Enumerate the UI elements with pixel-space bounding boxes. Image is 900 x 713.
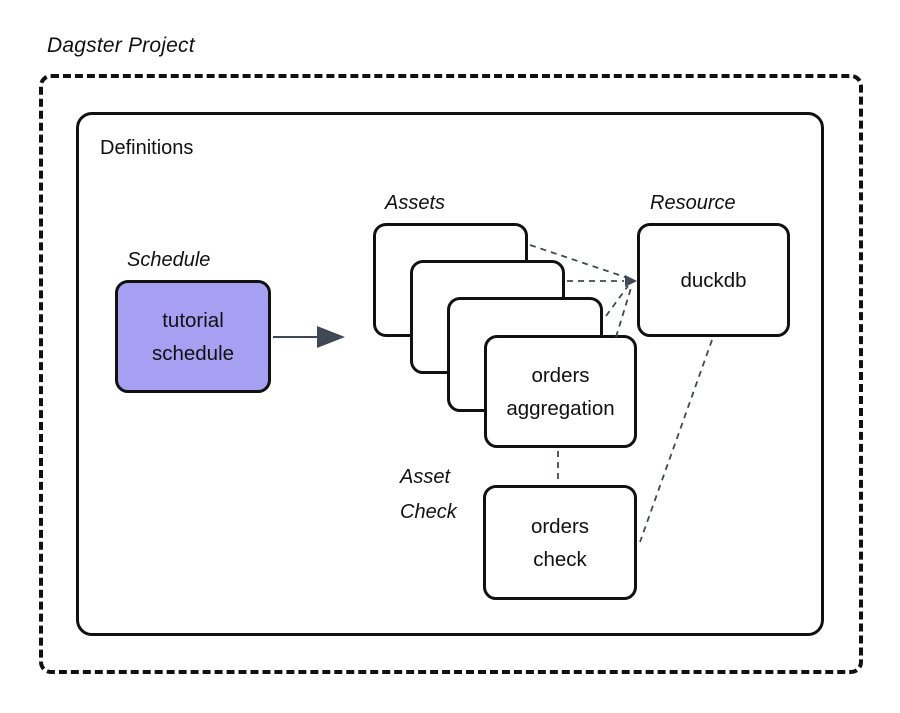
project-title: Dagster Project (47, 34, 195, 57)
resource-label: Resource (650, 192, 736, 214)
assets-label: Assets (385, 192, 446, 214)
asset-check-label: Asset Check (400, 466, 457, 523)
orders-check-node: orders check (483, 485, 637, 600)
schedule-node: tutorial schedule (115, 280, 271, 393)
definitions-label: Definitions (100, 137, 194, 159)
asset-card-front: orders aggregation (484, 335, 637, 448)
duckdb-node: duckdb (637, 223, 790, 337)
project-boundary (39, 74, 863, 674)
schedule-label: Schedule (127, 249, 211, 271)
